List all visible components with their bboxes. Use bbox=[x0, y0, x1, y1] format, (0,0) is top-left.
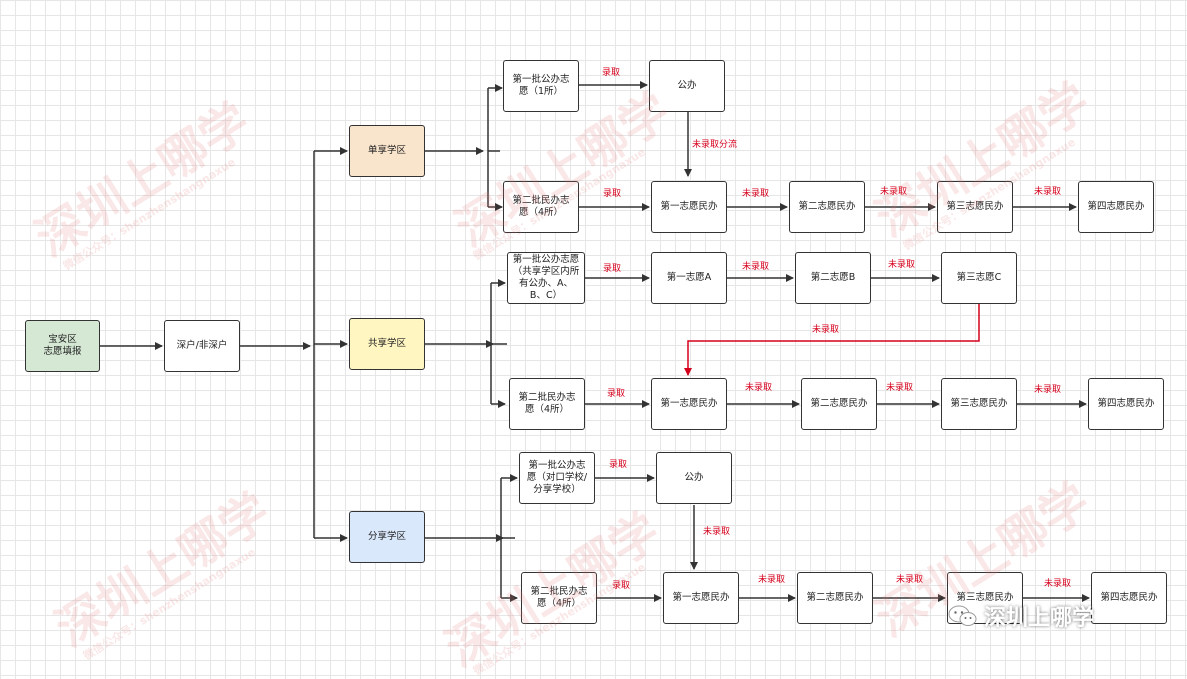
node-s1-batch2[interactable]: 第二批民办志愿（4所） bbox=[503, 181, 579, 233]
node-s1-public[interactable]: 公办 bbox=[649, 60, 725, 112]
node-zone-shared[interactable]: 共享学区 bbox=[349, 318, 425, 370]
node-s2-batch1[interactable]: 第一批公办志愿（共享学区内所有公办、A、B、C） bbox=[507, 252, 585, 304]
label-not-admit-divert: 未录取分流 bbox=[692, 140, 738, 150]
node-s3-public[interactable]: 公办 bbox=[656, 452, 732, 504]
node-s3-batch1[interactable]: 第一批公办志愿（对口学校/分享学校） bbox=[519, 452, 595, 504]
brand-mark: 深圳上哪学 bbox=[948, 600, 1094, 632]
label-not-admit: 未录取 bbox=[896, 575, 924, 585]
label-not-admit: 未录取 bbox=[812, 325, 840, 335]
label-admit: 录取 bbox=[603, 264, 622, 274]
node-s2-c2[interactable]: 第二志愿B bbox=[795, 252, 871, 304]
label-not-admit: 未录取 bbox=[1044, 579, 1072, 589]
node-s1-batch1[interactable]: 第一批公办志愿（1所） bbox=[503, 60, 579, 112]
node-s1-p4[interactable]: 第四志愿民办 bbox=[1078, 181, 1154, 233]
node-s1-p1[interactable]: 第一志愿民办 bbox=[651, 181, 727, 233]
node-s2-c3[interactable]: 第三志愿C bbox=[941, 252, 1017, 304]
node-root[interactable]: 宝安区 志愿填报 bbox=[25, 320, 100, 372]
brand-text: 深圳上哪学 bbox=[984, 606, 1095, 631]
node-s3-p2[interactable]: 第二志愿民办 bbox=[797, 572, 873, 624]
label-not-admit: 未录取 bbox=[703, 527, 731, 537]
label-not-admit: 未录取 bbox=[742, 189, 770, 199]
node-s2-c1[interactable]: 第一志愿A bbox=[651, 252, 727, 304]
label-admit: 录取 bbox=[607, 389, 626, 399]
wechat-icon bbox=[948, 605, 977, 626]
label-admit: 录取 bbox=[609, 460, 628, 470]
node-s3-batch2[interactable]: 第二批民办志愿（4所） bbox=[521, 572, 597, 624]
label-not-admit: 未录取 bbox=[880, 187, 908, 197]
label-not-admit: 未录取 bbox=[742, 262, 770, 272]
node-zone-split[interactable]: 分享学区 bbox=[349, 511, 425, 563]
node-s2-p1[interactable]: 第一志愿民办 bbox=[651, 378, 727, 430]
label-not-admit: 未录取 bbox=[888, 260, 916, 270]
label-admit: 录取 bbox=[612, 581, 631, 591]
label-admit: 录取 bbox=[603, 189, 622, 199]
node-s2-p2[interactable]: 第二志愿民办 bbox=[801, 378, 877, 430]
node-s2-p3[interactable]: 第三志愿民办 bbox=[941, 378, 1017, 430]
node-s2-p4[interactable]: 第四志愿民办 bbox=[1088, 378, 1164, 430]
node-s2-batch2[interactable]: 第二批民办志愿（4所） bbox=[509, 378, 585, 430]
label-not-admit: 未录取 bbox=[758, 575, 786, 585]
node-s1-p3[interactable]: 第三志愿民办 bbox=[937, 181, 1013, 233]
node-zone-single[interactable]: 单享学区 bbox=[349, 125, 425, 177]
node-s1-p2[interactable]: 第二志愿民办 bbox=[789, 181, 865, 233]
node-s3-p1[interactable]: 第一志愿民办 bbox=[663, 572, 739, 624]
node-s3-p4[interactable]: 第四志愿民办 bbox=[1091, 572, 1167, 624]
label-not-admit: 未录取 bbox=[1034, 385, 1062, 395]
label-admit: 录取 bbox=[602, 68, 621, 78]
edge-shared-c3-to-p1 bbox=[684, 304, 980, 376]
node-hukou[interactable]: 深户/非深户 bbox=[164, 320, 240, 372]
label-not-admit: 未录取 bbox=[745, 383, 773, 393]
label-not-admit: 未录取 bbox=[1034, 187, 1062, 197]
label-not-admit: 未录取 bbox=[886, 383, 914, 393]
